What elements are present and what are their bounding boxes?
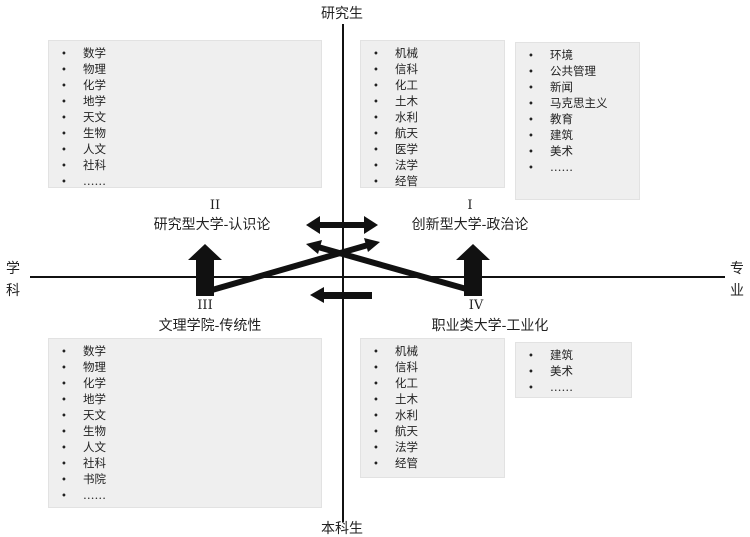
- list-item: 土木: [373, 391, 504, 407]
- list-bottom-right-b: 建筑美术……: [515, 342, 632, 398]
- axis-label-left-1: 学: [6, 261, 20, 277]
- list-item: 机械: [373, 45, 504, 61]
- list-item: 法学: [373, 157, 504, 173]
- list-item: 经管: [373, 173, 504, 189]
- list-item: 地学: [61, 391, 321, 407]
- list-item: 水利: [373, 407, 504, 423]
- quadrant-i-label: 创新型大学-政治论: [411, 217, 529, 233]
- list-item: 人文: [61, 141, 321, 157]
- block-arrow-up-right: [456, 244, 490, 296]
- list-item: 生物: [61, 125, 321, 141]
- list-item: 马克思主义: [528, 95, 639, 111]
- list-item: 化工: [373, 375, 504, 391]
- list-item: ……: [528, 379, 631, 395]
- list-item: 物理: [61, 61, 321, 77]
- list-item: 物理: [61, 359, 321, 375]
- list-item: 航天: [373, 125, 504, 141]
- list-item: 人文: [61, 439, 321, 455]
- list-item: 教育: [528, 111, 639, 127]
- quadrant-iv-numeral: IV: [468, 298, 484, 313]
- axis-label-bottom: 本科生: [321, 521, 363, 537]
- list-top-right-a: 机械信科化工土木水利航天医学法学经管: [360, 40, 505, 188]
- quadrant-ii-numeral: II: [209, 198, 221, 213]
- quadrant-iii-numeral: III: [197, 298, 213, 313]
- list-item: 信科: [373, 61, 504, 77]
- list-item: ……: [61, 173, 321, 189]
- list-item: 书院: [61, 471, 321, 487]
- quadrant-ii-label: 研究型大学-认识论: [153, 217, 271, 233]
- list-item: 土木: [373, 93, 504, 109]
- block-arrow-up-left: [188, 244, 222, 296]
- list-top-right-b: 环境公共管理新闻马克思主义教育建筑美术……: [515, 42, 640, 200]
- list-item: 数学: [61, 45, 321, 61]
- list-item: 公共管理: [528, 63, 639, 79]
- list-bottom-right-a: 机械信科化工土木水利航天法学经管: [360, 338, 505, 478]
- list-item: 经管: [373, 455, 504, 471]
- quadrant-iii-label: 文理学院-传统性: [158, 318, 262, 334]
- list-item: 信科: [373, 359, 504, 375]
- list-item: 地学: [61, 93, 321, 109]
- axis-label-right-1: 专: [730, 261, 744, 277]
- list-item: 医学: [373, 141, 504, 157]
- axis-label-right-2: 业: [730, 283, 744, 299]
- list-item: 生物: [61, 423, 321, 439]
- axis-label-left-2: 科: [6, 283, 20, 299]
- list-item: 建筑: [528, 347, 631, 363]
- quadrant-i-numeral: I: [467, 198, 473, 213]
- list-item: 环境: [528, 47, 639, 63]
- list-item: 法学: [373, 439, 504, 455]
- list-item: 水利: [373, 109, 504, 125]
- list-item: 新闻: [528, 79, 639, 95]
- list-top-left: 数学物理化学地学天文生物人文社科……: [48, 40, 322, 188]
- list-item: 天文: [61, 109, 321, 125]
- quadrant-iv-label: 职业类大学-工业化: [431, 318, 549, 334]
- list-item: 建筑: [528, 127, 639, 143]
- list-item: 社科: [61, 157, 321, 173]
- list-item: 化学: [61, 77, 321, 93]
- list-item: 化工: [373, 77, 504, 93]
- cross-arrows: [211, 238, 471, 293]
- left-arrow: [310, 287, 372, 303]
- list-bottom-left: 数学物理化学地学天文生物人文社科书院……: [48, 338, 322, 508]
- list-item: 机械: [373, 343, 504, 359]
- list-item: 社科: [61, 455, 321, 471]
- list-item: 美术: [528, 363, 631, 379]
- list-item: ……: [61, 487, 321, 503]
- list-item: ……: [528, 159, 639, 175]
- list-item: 化学: [61, 375, 321, 391]
- axis-label-top: 研究生: [321, 6, 363, 22]
- double-arrow: [306, 216, 378, 234]
- list-item: 天文: [61, 407, 321, 423]
- list-item: 航天: [373, 423, 504, 439]
- list-item: 数学: [61, 343, 321, 359]
- list-item: 美术: [528, 143, 639, 159]
